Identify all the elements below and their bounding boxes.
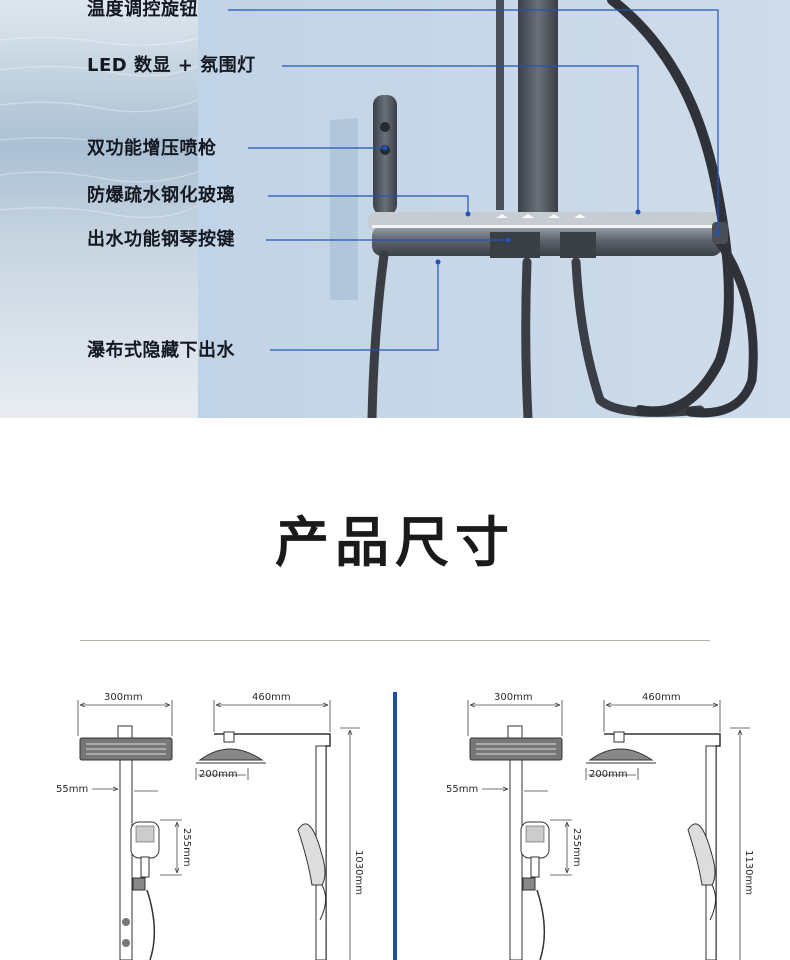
- feature-led-display: LED 数显 + 氛围灯: [87, 55, 256, 76]
- left-top-head-label: 200mm: [199, 769, 238, 780]
- right-top-head-label: 200mm: [589, 769, 628, 780]
- left-diagram: 300mm 460mm 200mm 55mm 255mm 1030mm: [56, 692, 364, 960]
- right-arm-length-label: 460mm: [642, 692, 681, 703]
- feature-temp-knob: 温度调控旋钮: [87, 0, 198, 20]
- center-divider: [393, 692, 397, 960]
- section-title: 产品尺寸: [275, 511, 515, 574]
- right-height-label: 1130mm: [743, 850, 754, 895]
- left-handheld-length-label: 255mm: [181, 828, 192, 867]
- right-handheld-length-label: 255mm: [571, 828, 582, 867]
- feature-glass: 防爆疏水钢化玻璃: [87, 185, 235, 206]
- product-hero-image: 温度调控旋钮 LED 数显 + 氛围灯 双功能增压喷枪 防爆疏水钢化玻璃 出水功…: [0, 0, 790, 418]
- section-divider: [80, 640, 710, 641]
- right-diagram: 300mm 460mm 200mm 55mm 255mm 1130mm: [446, 692, 754, 960]
- left-height-label: 1030mm: [353, 850, 364, 895]
- feature-piano-keys: 出水功能钢琴按键: [87, 229, 235, 250]
- right-head-width-label: 300mm: [494, 692, 533, 703]
- left-arm-length-label: 460mm: [252, 692, 291, 703]
- left-head-width-label: 300mm: [104, 692, 143, 703]
- right-pipe-offset-label: 55mm: [446, 784, 478, 795]
- dimension-diagrams: 300mm 460mm 200mm 55mm 255mm 1030mm: [56, 692, 754, 960]
- feature-dual-spray: 双功能增压喷枪: [87, 138, 217, 159]
- shower-illustration: [0, 0, 790, 418]
- left-pipe-offset-label: 55mm: [56, 784, 88, 795]
- feature-waterfall: 瀑布式隐藏下出水: [87, 340, 235, 361]
